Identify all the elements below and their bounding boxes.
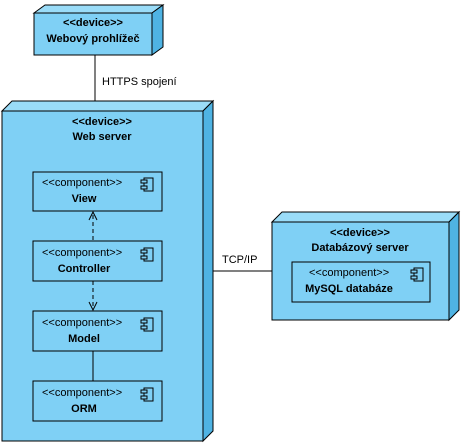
tcpip-connector-label: TCP/IP [222,254,257,266]
mysql-component[interactable]: <<component>> MySQL databáze [291,261,431,303]
https-connector-label: HTTPS spojení [102,76,177,88]
db-server-name: Databázový server [311,242,409,254]
web-server-stereotype: <<device>> [72,116,132,128]
controller-component[interactable]: <<component>> Controller [32,240,163,282]
model-stereotype: <<component>> [42,317,122,329]
view-stereotype: <<component>> [42,177,122,189]
mysql-stereotype: <<component>> [309,267,389,279]
mysql-name: MySQL databáze [305,283,393,295]
orm-component[interactable]: <<component>> ORM [32,380,163,422]
model-component[interactable]: <<component>> Model [32,310,163,352]
model-name: Model [68,333,100,345]
controller-stereotype: <<component>> [42,247,122,259]
orm-name: ORM [71,403,97,415]
component-icon [140,317,154,332]
web-server-name: Web server [72,131,132,143]
view-component[interactable]: <<component>> View [32,171,163,212]
component-icon [140,247,154,262]
browser-node[interactable]: <<device>> Webový prohlížeč [32,4,165,56]
component-icon [140,387,154,402]
component-icon [140,177,154,192]
orm-stereotype: <<component>> [42,387,122,399]
browser-name: Webový prohlížeč [46,33,139,45]
view-name: View [72,193,97,205]
browser-stereotype: <<device>> [63,17,123,29]
controller-name: Controller [58,263,111,275]
component-icon [410,267,424,282]
db-server-stereotype: <<device>> [330,227,390,239]
